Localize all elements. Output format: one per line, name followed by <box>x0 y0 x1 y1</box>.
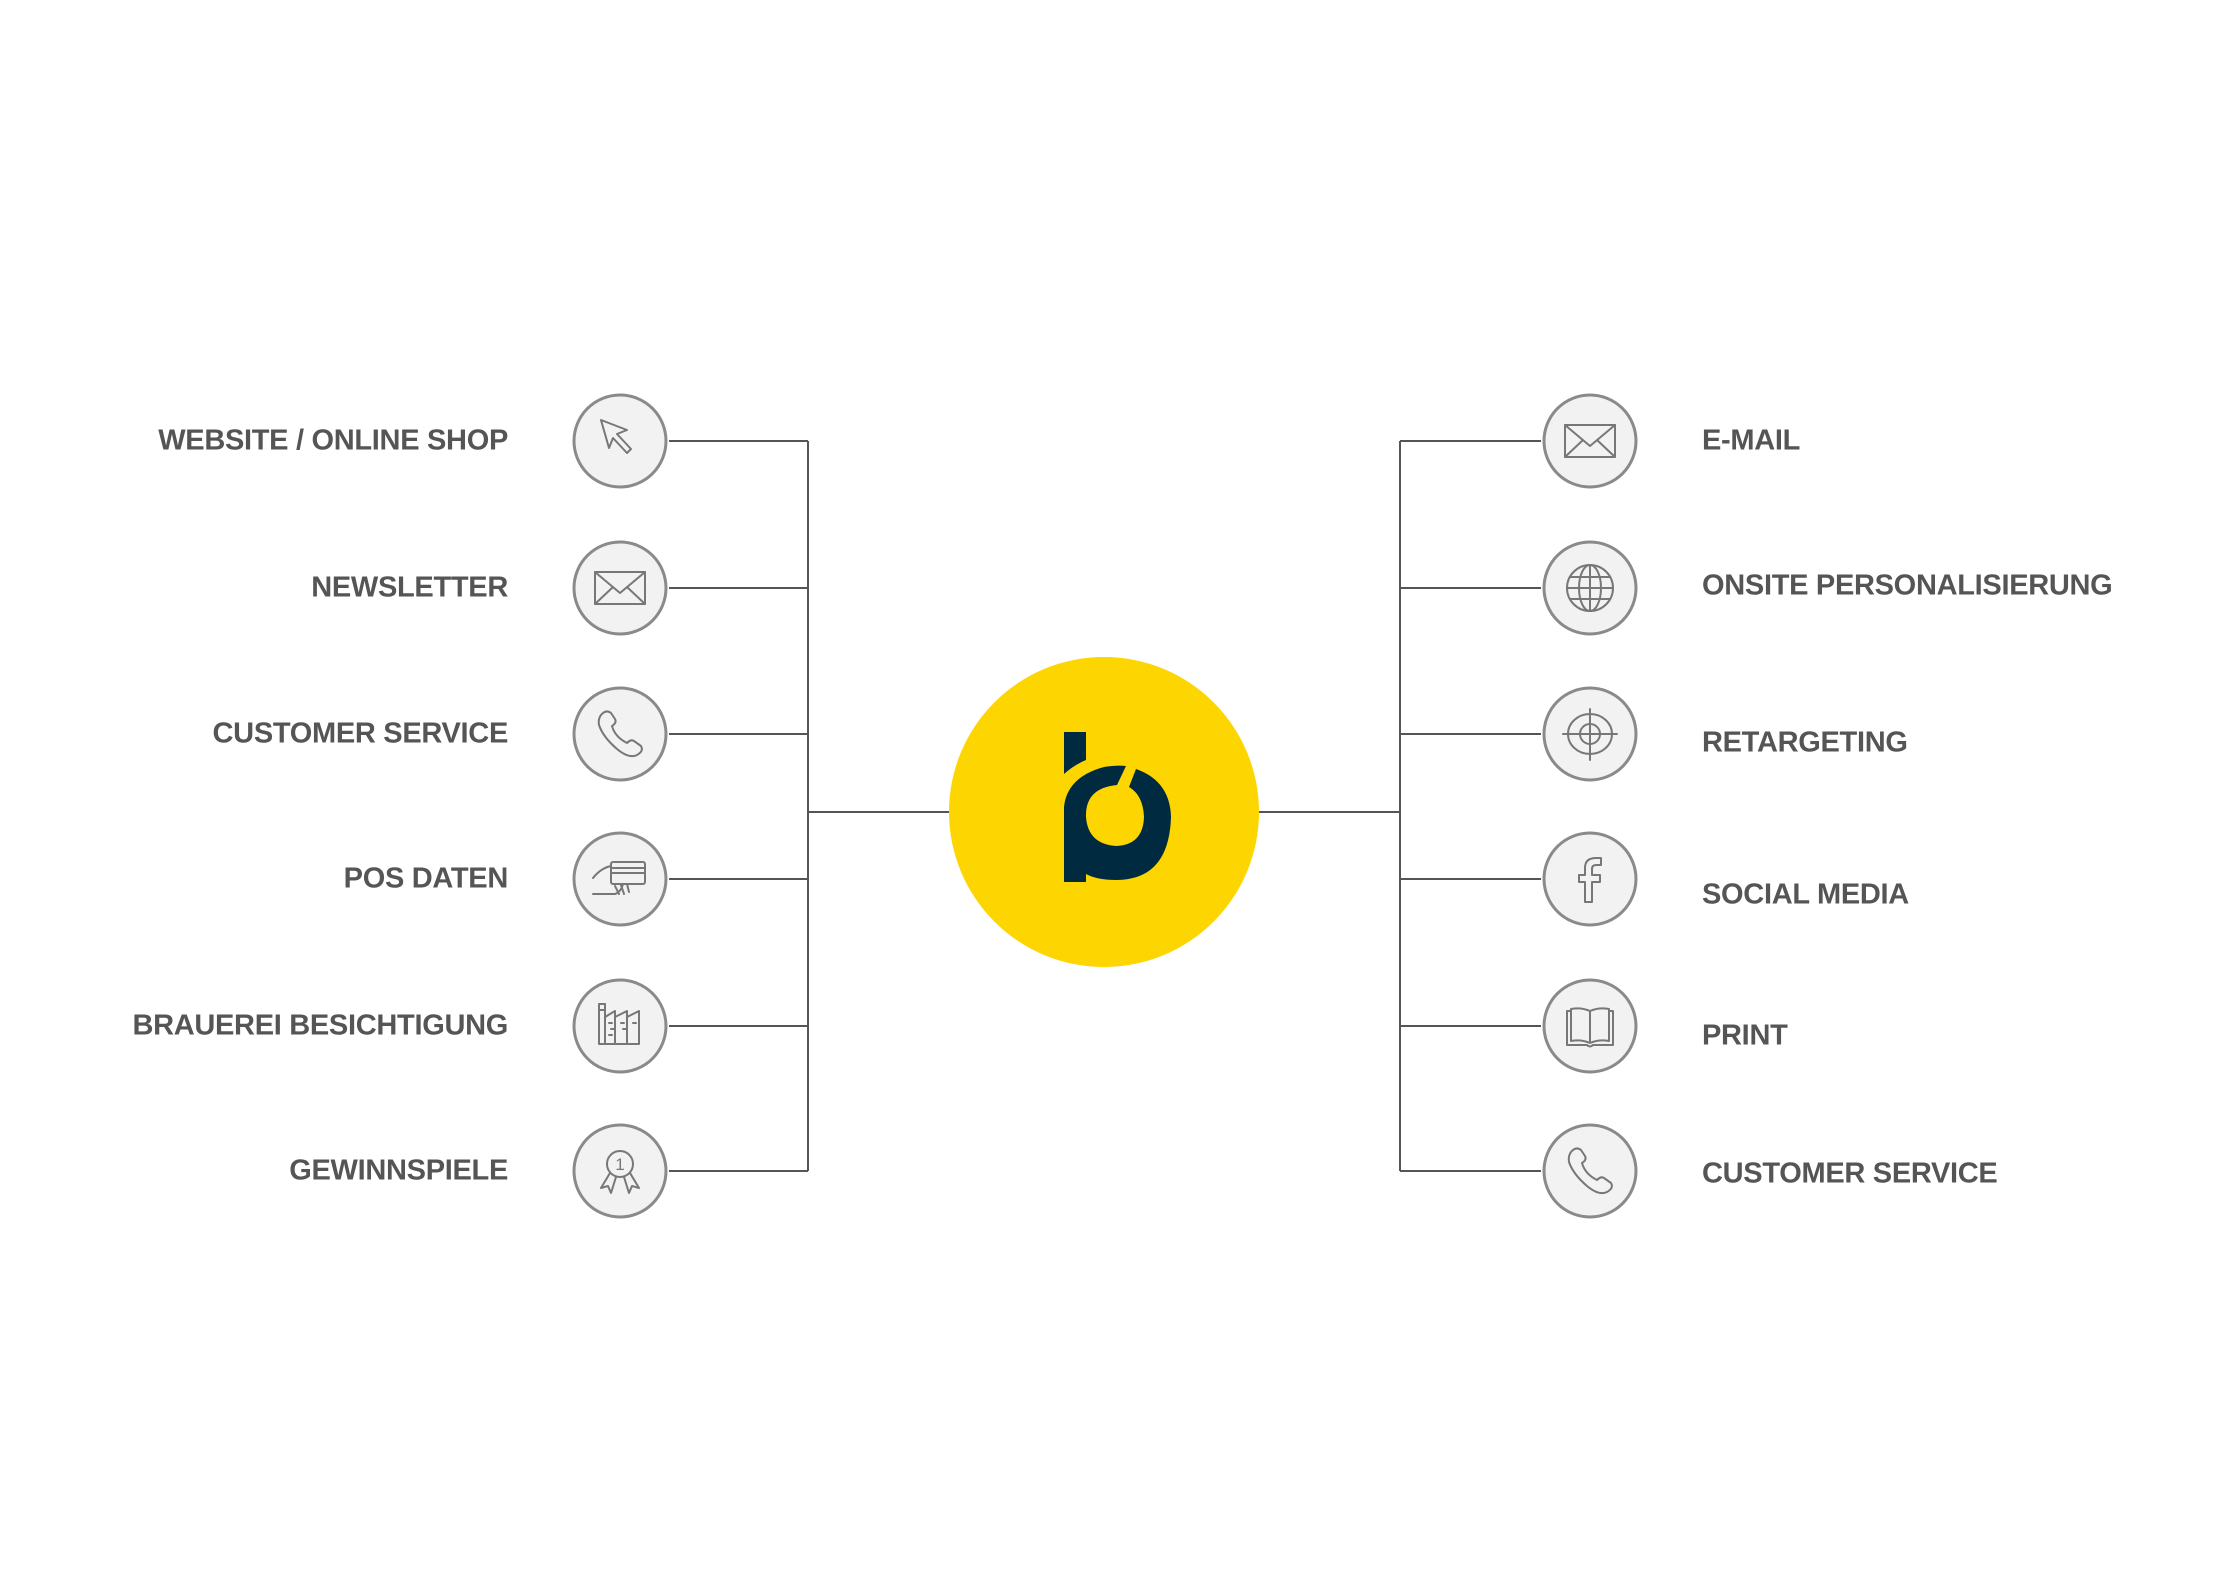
right-channel-icon-1 <box>1541 539 1639 637</box>
left-channel-label: WEBSITE / ONLINE SHOP <box>158 424 508 457</box>
crosshair-target-icon <box>1542 686 1638 782</box>
left-channel-label: CUSTOMER SERVICE <box>212 717 509 750</box>
left-channel-label: GEWINNSPIELE <box>289 1154 508 1187</box>
left-channel-label: BRAUEREI BESICHTIGUNG <box>132 1009 508 1042</box>
right-channel-label: SOCIAL MEDIA <box>1702 878 1909 911</box>
right-channel-label: CUSTOMER SERVICE <box>1702 1157 1998 1190</box>
right-channel-label: RETARGETING <box>1702 726 1908 759</box>
svg-text:1: 1 <box>615 1155 624 1174</box>
phone-icon <box>572 686 668 782</box>
card-payment-icon <box>572 831 668 927</box>
right-channel-label: PRINT <box>1702 1019 1788 1052</box>
left-channel-icon-0 <box>571 392 669 490</box>
brand-logo-icon <box>1064 732 1171 882</box>
left-channel-label: POS DATEN <box>343 862 509 895</box>
envelope-icon <box>572 540 668 636</box>
left-channel-label: NEWSLETTER <box>311 571 508 604</box>
right-channel-icon-2 <box>1541 685 1639 783</box>
left-channel-icon-4 <box>571 977 669 1075</box>
central-hub-logo <box>949 657 1259 967</box>
envelope-icon <box>1542 393 1638 489</box>
right-channel-label: E-MAIL <box>1702 424 1801 457</box>
right-channel-icon-5 <box>1541 1122 1639 1220</box>
left-channel-icon-1 <box>571 539 669 637</box>
cursor-icon <box>572 393 668 489</box>
factory-icon <box>572 978 668 1074</box>
left-channel-icon-3 <box>571 830 669 928</box>
right-channel-label: ONSITE PERSONALISIERUNG <box>1702 569 2113 602</box>
globe-icon <box>1542 540 1638 636</box>
right-channel-icon-4 <box>1541 977 1639 1075</box>
left-channel-icon-5: 1 <box>571 1122 669 1220</box>
facebook-icon <box>1542 831 1638 927</box>
award-ribbon-icon: 1 <box>572 1123 668 1219</box>
right-channel-icon-3 <box>1541 830 1639 928</box>
right-channel-icon-0 <box>1541 392 1639 490</box>
open-book-icon <box>1542 978 1638 1074</box>
left-channel-icon-2 <box>571 685 669 783</box>
phone-icon <box>1542 1123 1638 1219</box>
